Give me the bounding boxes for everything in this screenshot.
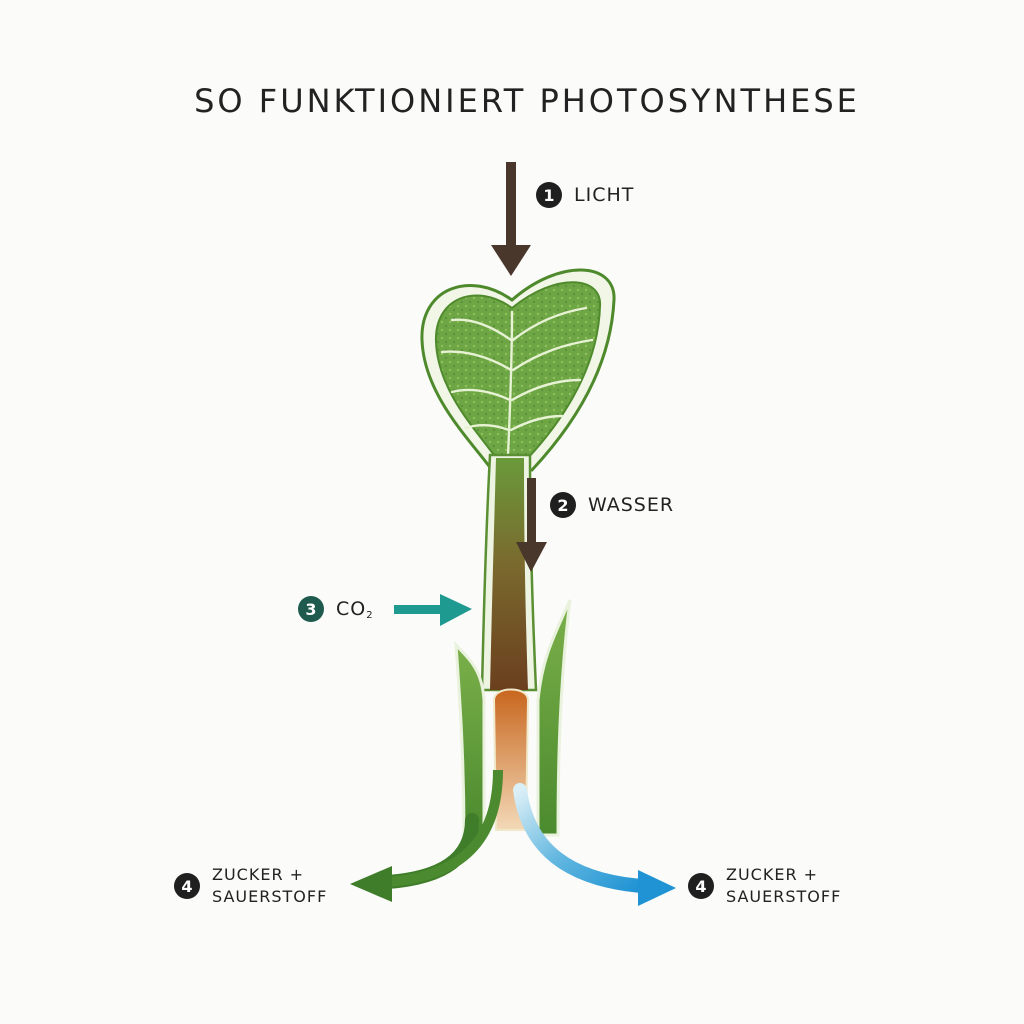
co2-arrow (394, 594, 472, 626)
diagram-title: SO FUNKTIONIERT PHOTOSYNTHESE (194, 82, 860, 120)
step-output-right-label: 4 ZUCKER + SAUERSTOFF (688, 864, 841, 908)
light-arrow (491, 162, 531, 276)
step-co2-label: 3 CO2 (298, 596, 374, 622)
step-number-badge: 1 (536, 182, 562, 208)
step-output-right-text: ZUCKER + SAUERSTOFF (726, 865, 842, 906)
step-number-badge: 4 (688, 873, 714, 899)
step-water-label: 2 WASSER (550, 492, 674, 518)
step-water-text: WASSER (588, 494, 675, 516)
step-number-badge: 4 (174, 873, 200, 899)
step-number-badge: 2 (550, 492, 576, 518)
water-arrow (516, 478, 547, 572)
sheath-leaves (454, 599, 572, 837)
step-output-left-label: 4 ZUCKER + SAUERSTOFF (174, 864, 327, 908)
step-output-left-text: ZUCKER + SAUERSTOFF (212, 865, 328, 906)
step-light-label: 1 LICHT (536, 182, 634, 208)
output-arrow-left (350, 769, 503, 902)
step-co2-text: CO2 (336, 597, 374, 621)
step-number-badge: 3 (298, 596, 324, 622)
leaf (420, 268, 616, 472)
step-light-text: LICHT (574, 184, 635, 206)
output-arrow-right (513, 783, 676, 906)
